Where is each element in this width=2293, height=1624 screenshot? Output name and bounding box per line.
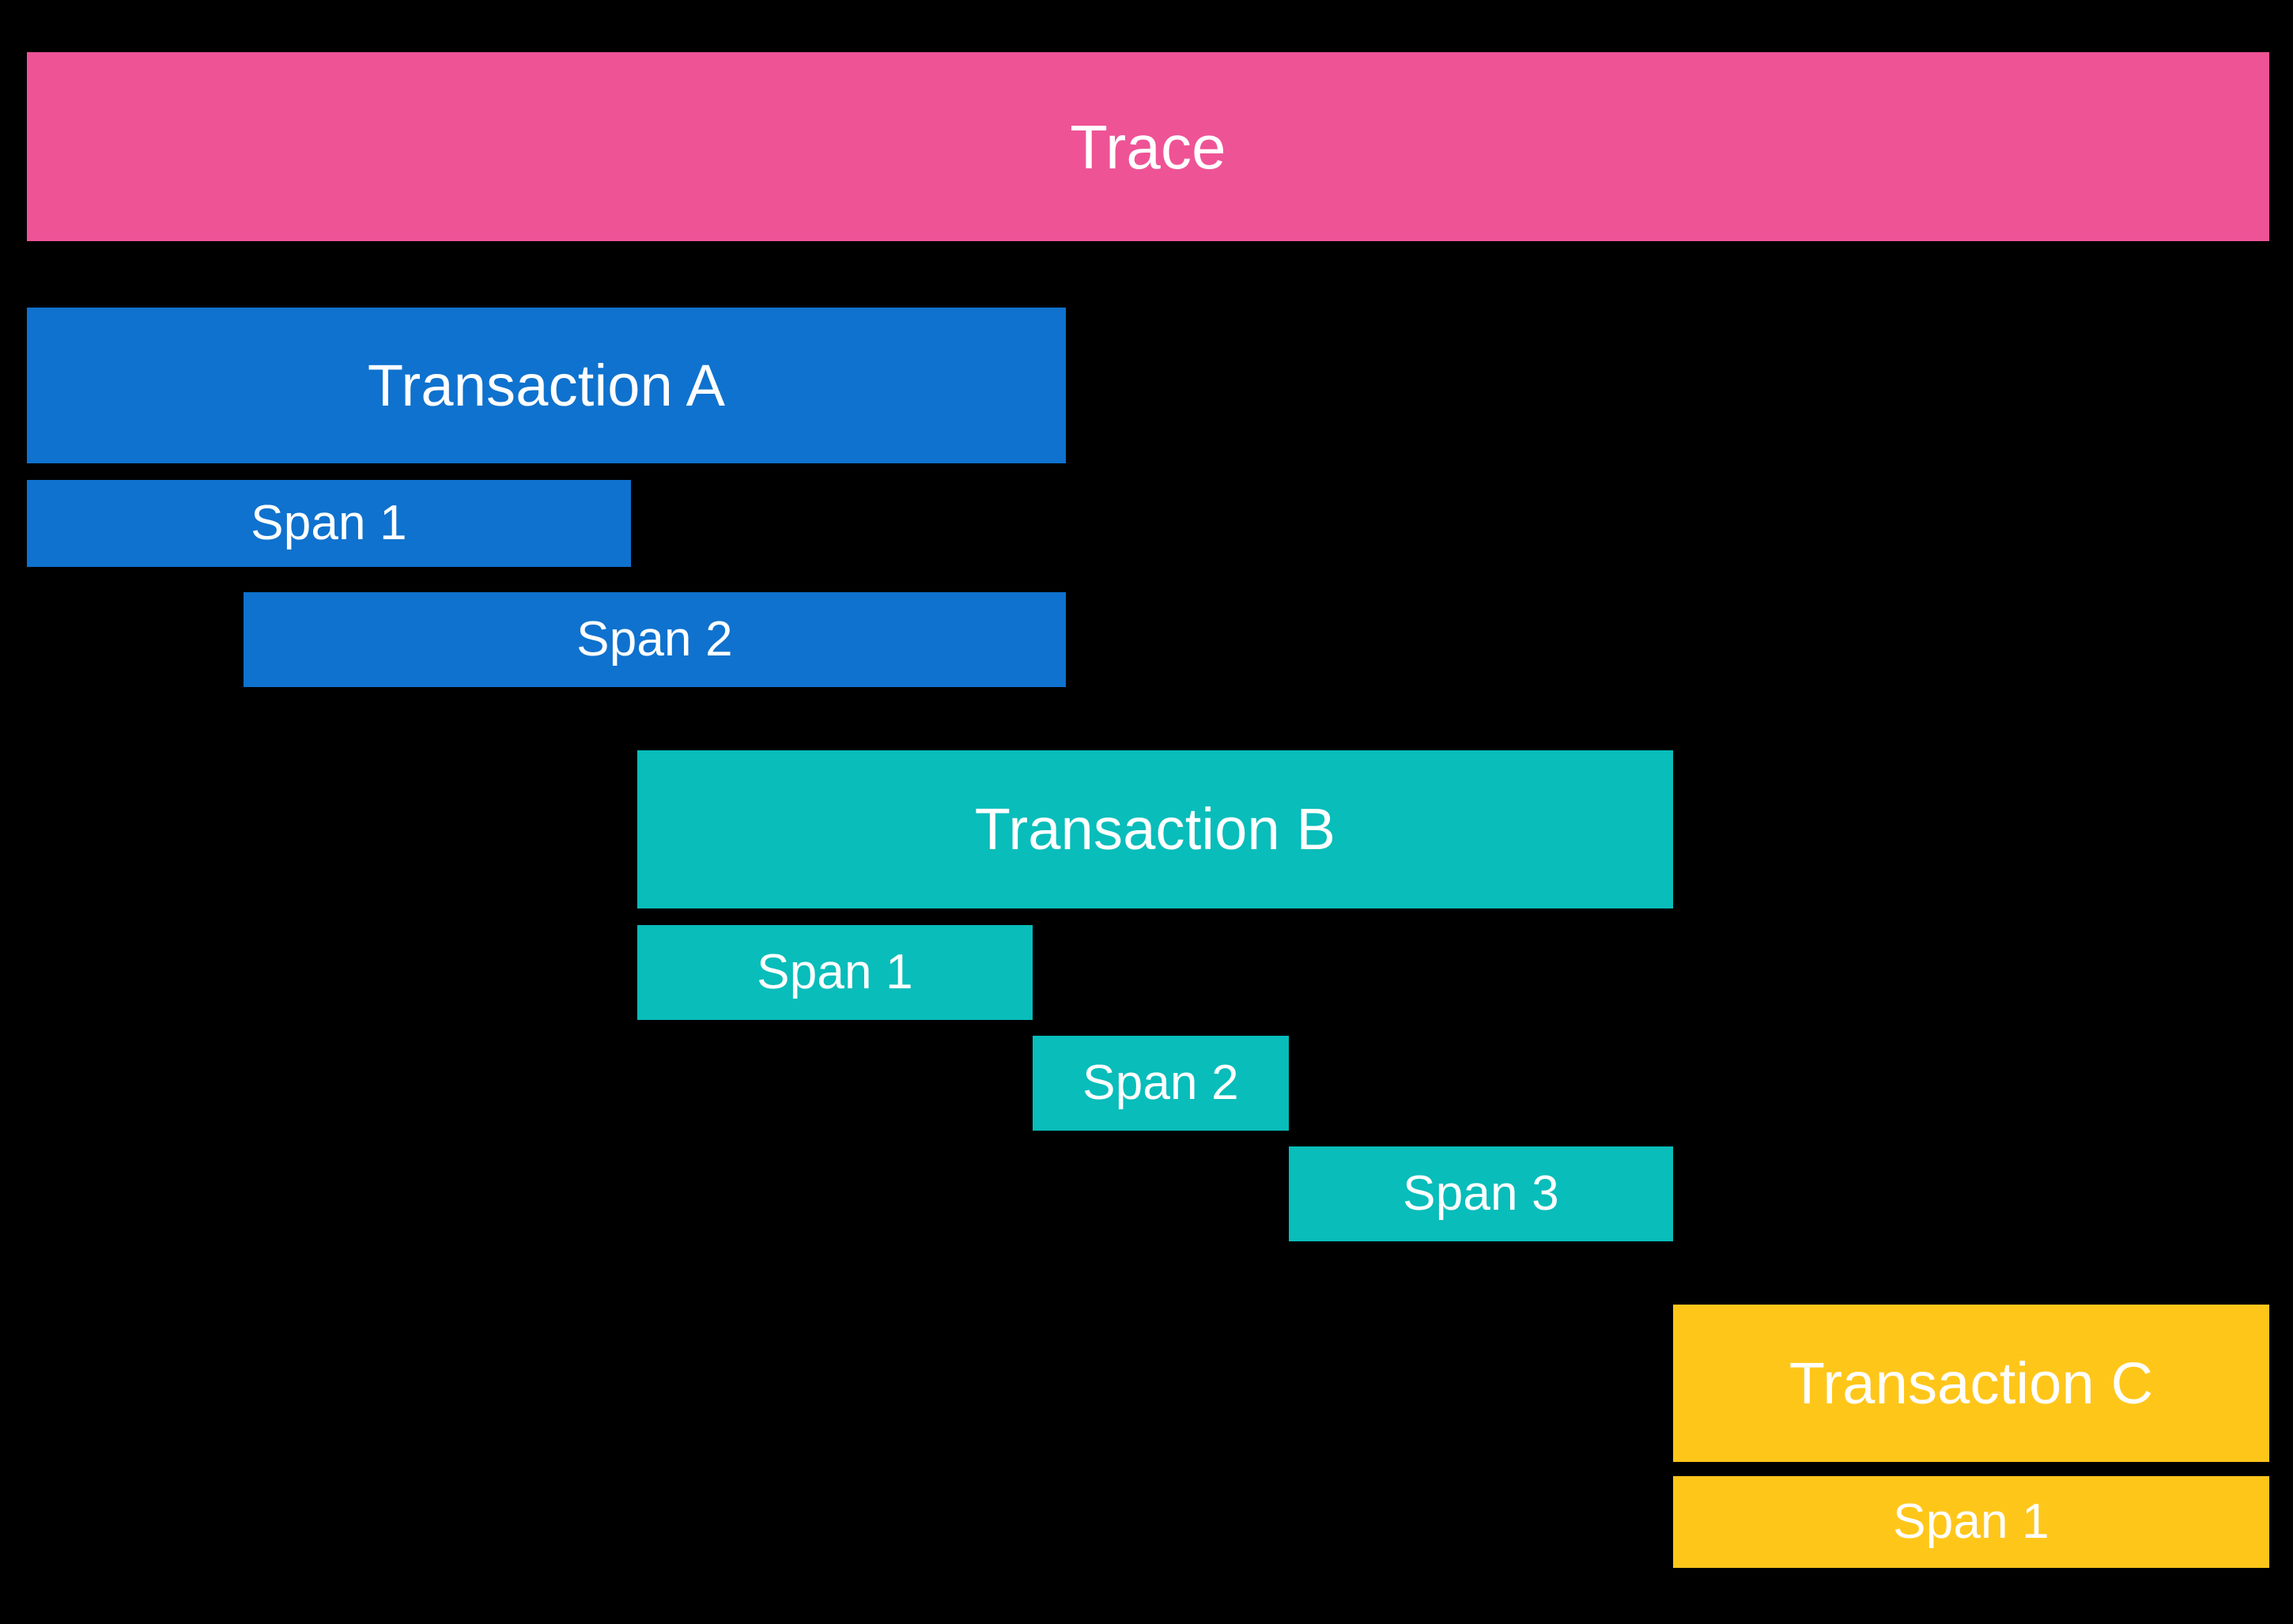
transaction-a-span-2-label: Span 2 — [576, 612, 733, 667]
transaction-b-label: Transaction B — [974, 796, 1336, 862]
transaction-b-span-2-label: Span 2 — [1082, 1056, 1239, 1110]
transaction-bar-transaction-b[interactable]: Transaction B — [637, 750, 1673, 908]
span-bar-transaction-c-span-1[interactable]: Span 1 — [1673, 1476, 2269, 1568]
span-bar-transaction-b-span-2[interactable]: Span 2 — [1033, 1036, 1289, 1131]
span-bar-transaction-a-span-1[interactable]: Span 1 — [27, 480, 631, 567]
transaction-c-label: Transaction C — [1789, 1350, 2154, 1416]
span-bar-transaction-b-span-3[interactable]: Span 3 — [1289, 1146, 1673, 1241]
span-bar-transaction-a-span-2[interactable]: Span 2 — [244, 592, 1066, 687]
transaction-bar-transaction-c[interactable]: Transaction C — [1673, 1305, 2269, 1462]
span-bar-transaction-b-span-1[interactable]: Span 1 — [637, 925, 1033, 1020]
transaction-b-span-1-label: Span 1 — [757, 945, 913, 999]
trace-bar-trace[interactable]: Trace — [27, 52, 2269, 241]
transaction-a-label: Transaction A — [367, 352, 726, 418]
transaction-bar-transaction-a[interactable]: Transaction A — [27, 308, 1066, 463]
transaction-a-span-1-label: Span 1 — [251, 496, 407, 550]
trace-label: Trace — [1070, 111, 1226, 182]
transaction-c-span-1-label: Span 1 — [1893, 1494, 2049, 1549]
transaction-b-span-3-label: Span 3 — [1403, 1166, 1559, 1221]
